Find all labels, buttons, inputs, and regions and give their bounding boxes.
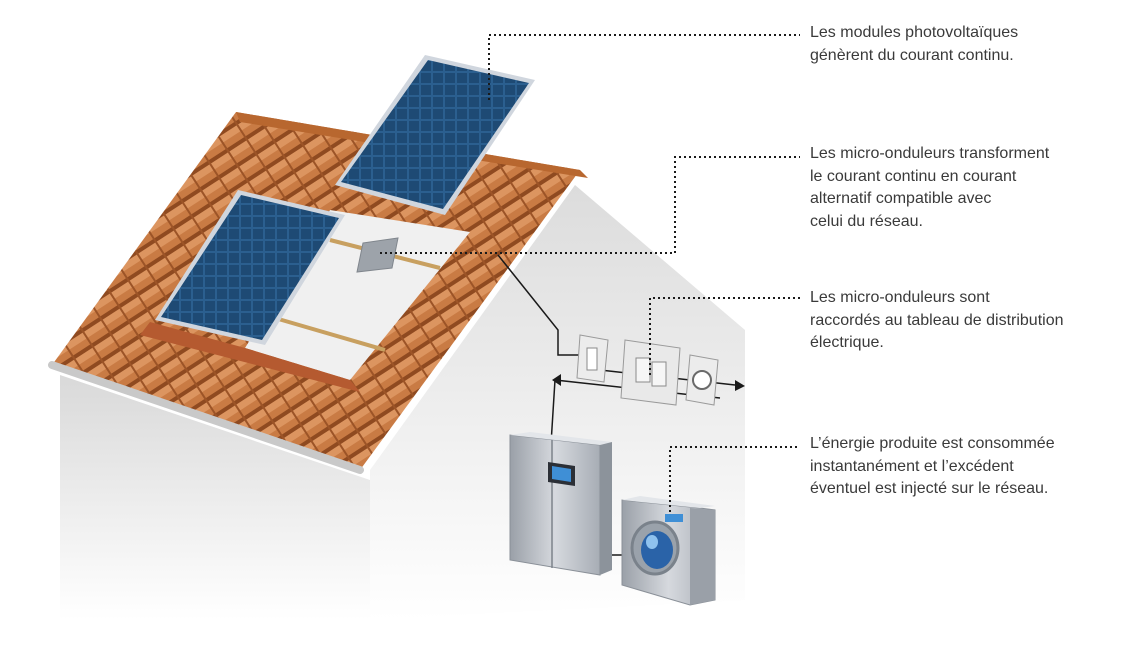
leader-modules — [489, 35, 800, 100]
callout-micro-onduleurs-line-3: alternatif compatible avec — [810, 188, 1120, 211]
callout-micro-onduleurs-line-4: celui du réseau. — [810, 211, 1120, 234]
callout-consommation-line-2: instantanément et l’excédent — [810, 456, 1120, 479]
callout-tableau: Les micro-onduleurs sont raccordés au ta… — [810, 287, 1120, 355]
refrigerator — [510, 432, 612, 575]
callout-consommation-line-1: L’énergie produite est consommée — [810, 433, 1120, 456]
callout-tableau-line-2: raccordés au tableau de distribution — [810, 310, 1120, 333]
callout-tableau-line-3: électrique. — [810, 332, 1120, 355]
callout-modules-line-2: génèrent du courant continu. — [810, 45, 1120, 68]
washer-display — [665, 514, 683, 522]
callout-consommation-line-3: éventuel est injecté sur le réseau. — [810, 478, 1120, 501]
callout-modules: Les modules photovoltaïques génèrent du … — [810, 22, 1120, 67]
callout-micro-onduleurs: Les micro-onduleurs transforment le cour… — [810, 143, 1120, 233]
washing-machine — [622, 496, 715, 605]
callout-consommation: L’énergie produite est consommée instant… — [810, 433, 1120, 501]
callout-modules-line-1: Les modules photovoltaïques — [810, 22, 1120, 45]
callout-micro-onduleurs-line-2: le courant continu en courant — [810, 166, 1120, 189]
micro-inverter — [357, 238, 398, 272]
callout-tableau-line-1: Les micro-onduleurs sont — [810, 287, 1120, 310]
callout-micro-onduleurs-line-1: Les micro-onduleurs transforment — [810, 143, 1120, 166]
